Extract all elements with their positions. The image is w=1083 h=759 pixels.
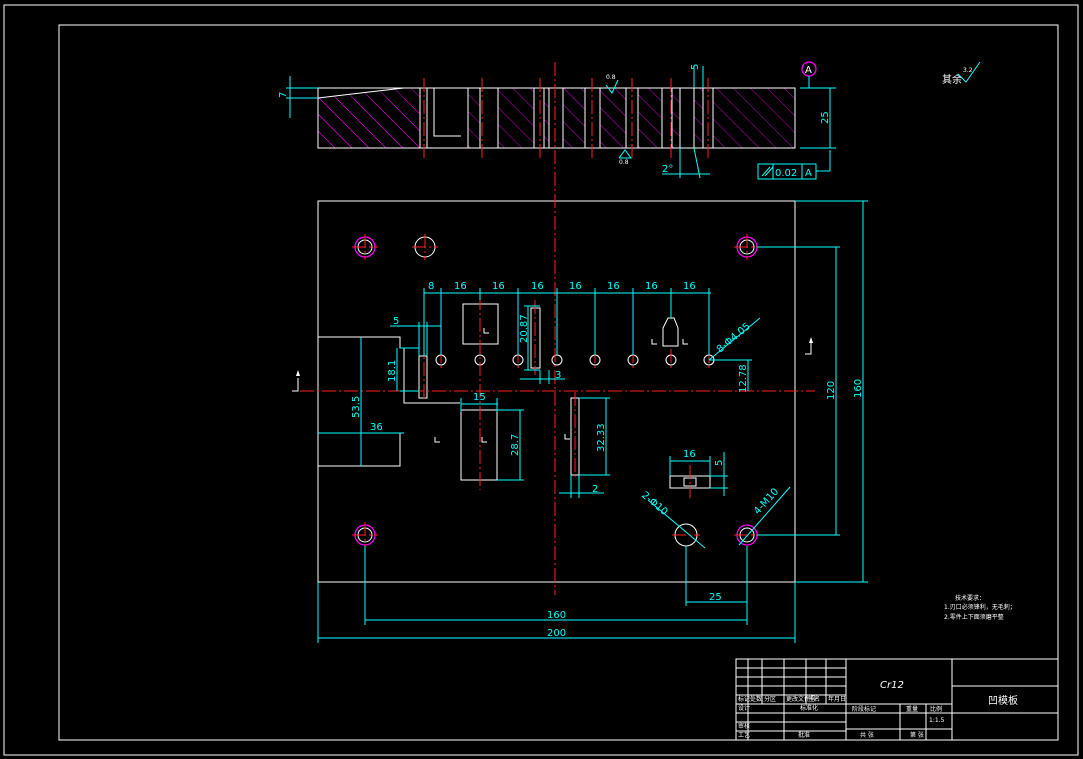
dim-12-78: 12.78: [738, 364, 749, 393]
tb-cell-craft: 工艺: [738, 731, 750, 739]
dim-16-3: 16: [531, 281, 544, 292]
dim-25: 25: [820, 111, 831, 124]
dim-5-left: 5: [393, 316, 399, 327]
dim-16-7: 16: [607, 281, 620, 292]
tb-cell-sign: 签名: [808, 695, 820, 703]
tb-cell-zone: 分区: [764, 695, 776, 703]
part-name: 凹模板: [988, 694, 1018, 707]
dim-160-right: 160: [853, 379, 864, 398]
datum-a: A: [805, 65, 812, 76]
dim-200: 200: [547, 628, 566, 639]
plan-dims: 8 16 16 16 16 16 16 16 5 20.87 3 18.1 53…: [292, 200, 868, 643]
dim-8: 8: [428, 281, 434, 292]
tb-cell-weight: 重量: [906, 705, 918, 713]
dim-7: 7: [278, 92, 289, 98]
tb-cell-scale: 比例: [930, 705, 942, 713]
tb-cell-std: 标准化: [800, 704, 818, 712]
dim-8-phi-4-05: 8-Φ4.05: [715, 321, 753, 355]
dim-16-slot: 16: [683, 449, 696, 460]
dim-25-bottom: 25: [709, 592, 722, 603]
centerlines: [300, 62, 815, 595]
dim-18-1: 18.1: [387, 360, 398, 382]
scale: 1:1.5: [929, 717, 945, 724]
dim-28-7: 28.7: [510, 434, 521, 456]
dim-16-1: 16: [454, 281, 467, 292]
section-dims: 7 25 5 2° 0.8 0.8 A 0.02 A: [278, 61, 836, 180]
roughness-rest-label: 其余: [942, 73, 962, 86]
dim-5-slot: 5: [714, 460, 725, 466]
flatness-tolerance: 0.02: [775, 168, 797, 179]
dim-36: 36: [370, 422, 383, 433]
outer-frame: [3, 4, 1079, 756]
dim-2deg: 2°: [662, 164, 673, 175]
tb-cell-design: 设计: [738, 704, 750, 712]
dim-160-bottom: 160: [547, 610, 566, 621]
tb-cell-sheet: 第 张: [910, 731, 924, 739]
tb-cell-mark: 标记: [738, 695, 750, 703]
tb-cell-date: 年月日: [828, 695, 846, 703]
tb-cell-count: 处数: [750, 695, 762, 703]
dim-32-33: 32.33: [596, 423, 607, 452]
dim-16-2: 16: [492, 281, 505, 292]
roughness-bottom: 0.8: [619, 159, 629, 166]
dim-16-6: 16: [683, 281, 696, 292]
title-block: Cr12 凹模板 1:1.5 标记 处数 分区 更改文件号 签名 年月日 设计 …: [735, 658, 1059, 741]
dim-20-87: 20.87: [519, 314, 530, 343]
flatness-ref: A: [805, 168, 812, 179]
notes-line-1: 1.刃口必须锋利，无毛刺；: [944, 603, 1016, 611]
roughness-rest: 其余 3.2: [942, 61, 981, 86]
dim-53-5: 53.5: [351, 396, 362, 418]
dim-16-4: 16: [569, 281, 582, 292]
roughness-rest-value: 3.2: [963, 67, 973, 74]
tb-cell-change: 更改文件号: [786, 695, 816, 703]
dim-16-5: 16: [645, 281, 658, 292]
dim-5-top: 5: [690, 64, 701, 70]
dim-2-bottom: 2: [592, 484, 598, 495]
dim-15: 15: [473, 392, 486, 403]
tb-cell-total: 共 张: [860, 731, 874, 739]
dim-3: 3: [555, 370, 561, 381]
tb-cell-review: 审核: [738, 722, 750, 730]
dim-2-phi-10: 2-Φ10: [639, 490, 669, 518]
tb-cell-approve: 批准: [798, 731, 810, 739]
notes-title: 技术要求：: [955, 594, 985, 602]
tb-cell-stage: 阶段标记: [852, 705, 876, 713]
inner-frame: [58, 24, 1059, 741]
notes-line-2: 2.零件上下面须磨平整: [944, 613, 1004, 621]
dim-120: 120: [826, 381, 837, 400]
technical-notes: 技术要求： 1.刃口必须锋利，无毛刺； 2.零件上下面须磨平整: [944, 594, 1016, 621]
roughness-top: 0.8: [606, 74, 616, 81]
material: Cr12: [880, 680, 904, 691]
section-view: [317, 78, 796, 160]
